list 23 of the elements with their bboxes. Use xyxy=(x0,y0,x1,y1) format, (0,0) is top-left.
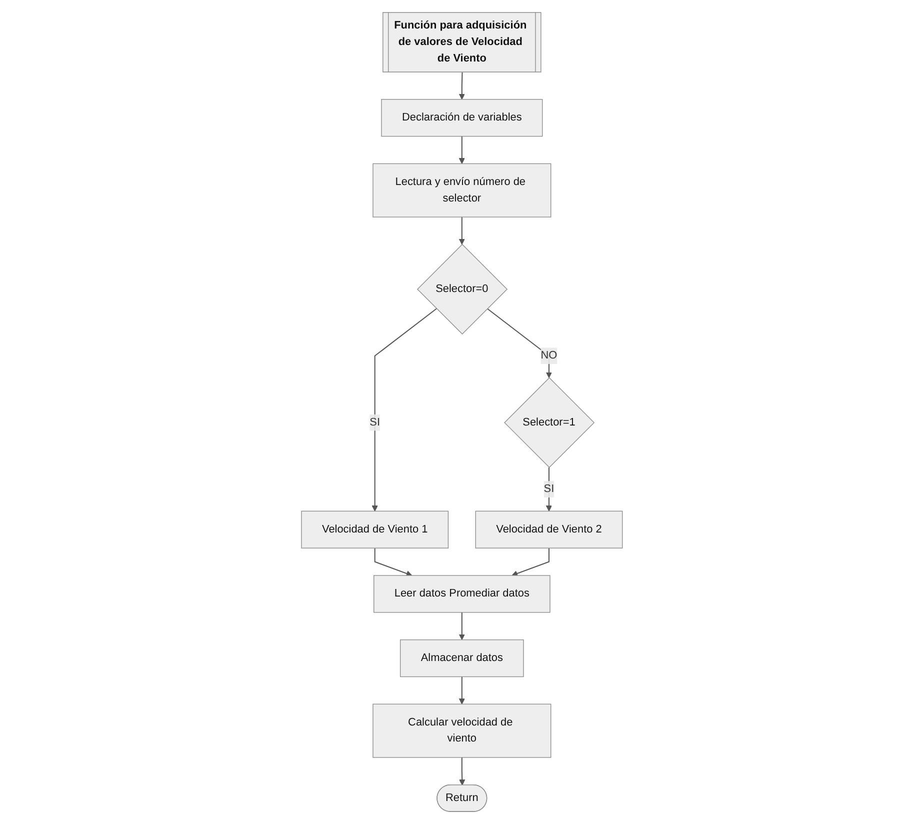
edge-label: NO xyxy=(540,349,557,361)
node-diamond: Selector=0 xyxy=(416,243,508,334)
node-box: Leer datos Promediar datos xyxy=(373,574,550,612)
node-box: Almacenar datos xyxy=(400,638,524,677)
node-box: Declaración de variables xyxy=(380,98,542,136)
arrow xyxy=(486,308,552,378)
node-diamond: Selector=1 xyxy=(504,376,594,468)
arrow xyxy=(374,548,412,576)
arrow xyxy=(458,676,464,704)
arrow xyxy=(458,72,464,100)
arrow xyxy=(458,216,464,244)
node-box: Velocidad de Viento 2 xyxy=(474,510,622,548)
arrow xyxy=(546,466,552,511)
arrow xyxy=(458,136,464,164)
arrow xyxy=(511,548,550,576)
node-box: Calcular velocidad de viento xyxy=(372,703,551,758)
node-box: Lectura y envío número de selector xyxy=(372,162,551,217)
arrow xyxy=(458,612,464,640)
edge-label: SI xyxy=(543,482,554,494)
edge-label: SI xyxy=(369,416,380,428)
arrow xyxy=(371,308,436,511)
arrow xyxy=(458,756,465,785)
node-box: Velocidad de Viento 1 xyxy=(300,510,448,548)
